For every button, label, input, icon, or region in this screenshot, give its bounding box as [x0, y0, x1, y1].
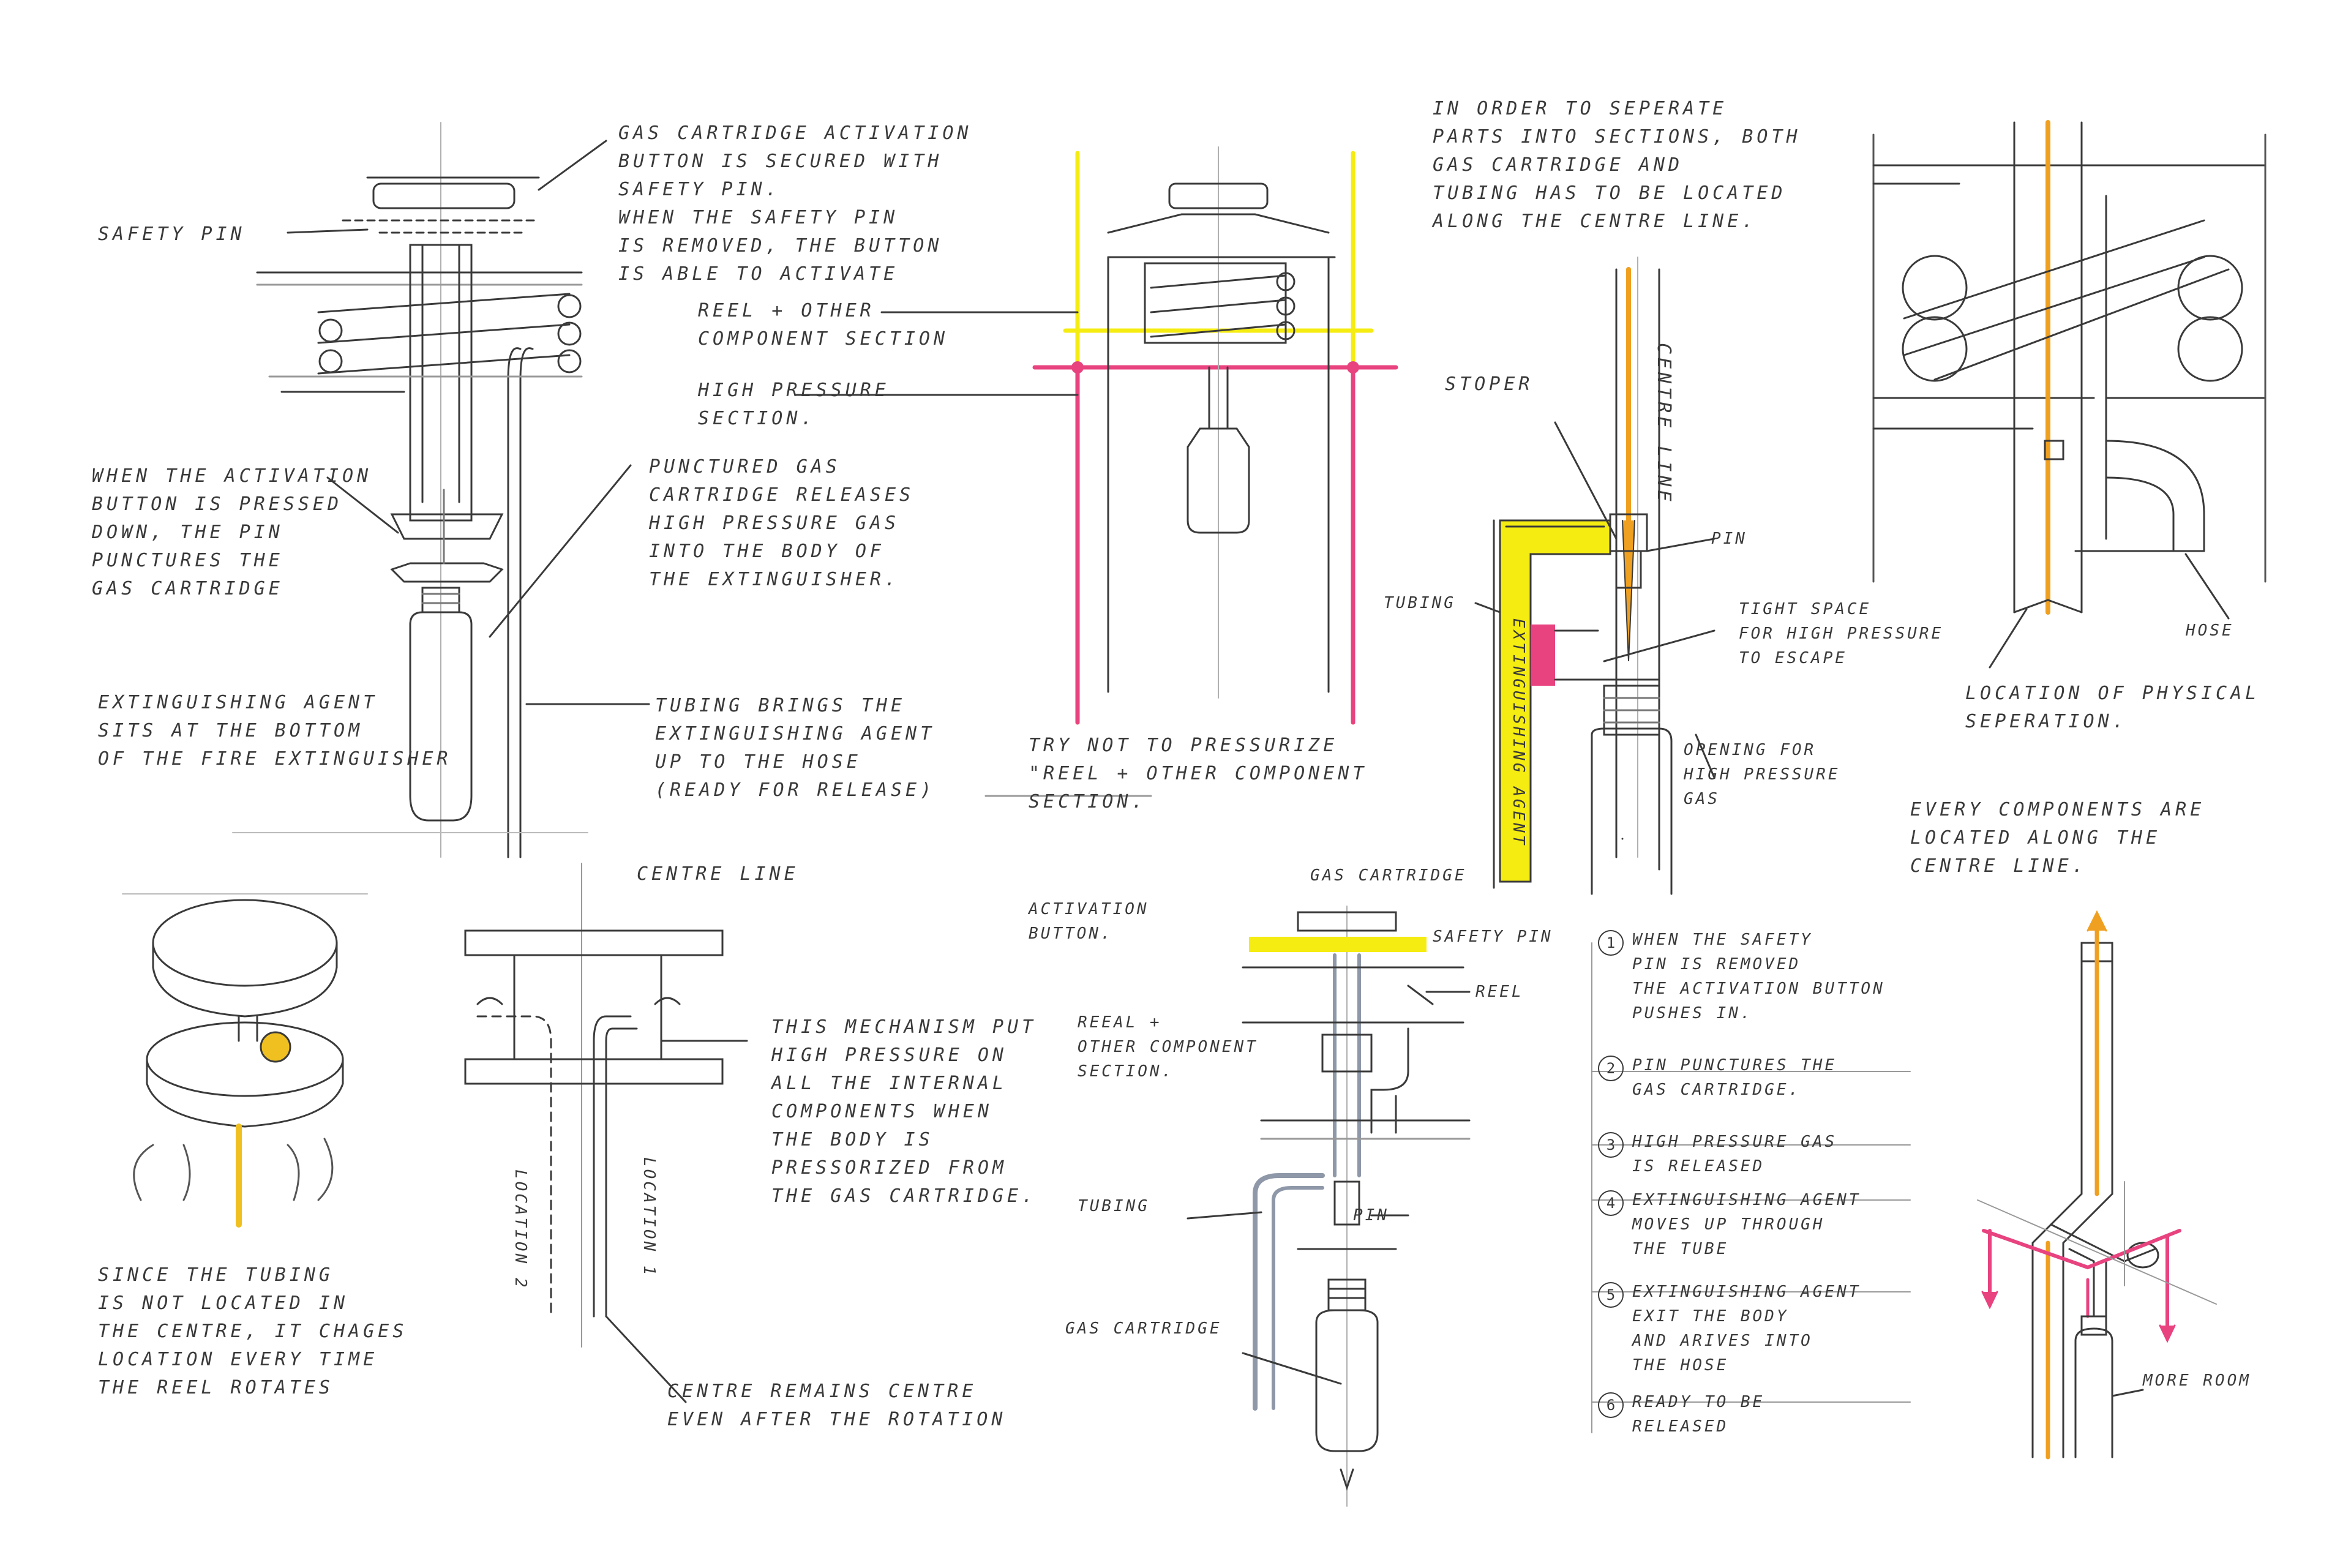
- note-extinguishing-agent-sits: EXTINGUISHING AGENT SITS AT THE BOTTOM O…: [98, 692, 452, 770]
- step-text: HIGH PRESSURE GAS IS RELEASED: [1632, 1133, 1837, 1176]
- note-centre-line: CENTRE LINE: [637, 863, 799, 885]
- note-reel: REEL: [1475, 983, 1524, 1001]
- sketch-bottom-cross-section: [1187, 906, 1471, 1507]
- step-number-badge: 4: [1598, 1190, 1624, 1216]
- step-number-badge: 1: [1598, 930, 1624, 956]
- note-reel-section: REEL + OTHER COMPONENT SECTION: [698, 300, 949, 350]
- step-text: READY TO BE RELEASED: [1632, 1393, 1765, 1436]
- note-more-room: MORE ROOM: [2143, 1371, 2251, 1390]
- sketch-reel-rotation: [464, 863, 748, 1403]
- step-text: EXTINGUISHING AGENT EXIT THE BODY AND AR…: [1632, 1283, 1861, 1375]
- step-item: 6 READY TO BE RELEASED: [1598, 1390, 1764, 1439]
- note-tubing-brings: TUBING BRINGS THE EXTINGUISHING AGENT UP…: [655, 695, 936, 801]
- note-centre-line-vertical: CENTRE LINE: [1653, 343, 1674, 505]
- sketch-stoper-section: [1474, 257, 1715, 895]
- step-item: 3 HIGH PRESSURE GAS IS RELEASED: [1598, 1130, 1837, 1179]
- step-item: 5 EXTINGUISHING AGENT EXIT THE BODY AND A…: [1598, 1280, 1861, 1378]
- note-reel-other-components: REEAL + OTHER COMPONENT SECTION.: [1078, 1013, 1258, 1081]
- step-number-badge: 3: [1598, 1132, 1624, 1158]
- note-pin-2: PIN: [1353, 1206, 1389, 1225]
- note-punctured-cartridge: PUNCTURED GAS CARTRIDGE RELEASES HIGH PR…: [649, 456, 915, 590]
- note-gas-cartridge-2: GAS CARTRIDGE: [1065, 1319, 1222, 1338]
- step-text: WHEN THE SAFETY PIN IS REMOVED THE ACTIV…: [1632, 931, 1885, 1022]
- note-tight-space: TIGHT SPACE FOR HIGH PRESSURE TO ESCAPE: [1739, 600, 1944, 667]
- note-high-pressure-section: HIGH PRESSURE SECTION.: [698, 380, 890, 429]
- sketch-cross-section-1: [232, 122, 650, 858]
- note-gas-cartridge: GAS CARTRIDGE: [1310, 866, 1467, 885]
- note-location-physical: LOCATION OF PHYSICAL SEPERATION.: [1965, 683, 2260, 732]
- note-when-activation: WHEN THE ACTIVATION BUTTON IS PRESSED DO…: [92, 465, 372, 599]
- note-stoper: STOPER: [1445, 373, 1534, 395]
- note-tubing: TUBING: [1384, 594, 1456, 612]
- note-location-1: LOCATION 1: [640, 1157, 658, 1278]
- note-since-tubing: SINCE THE TUBING IS NOT LOCATED IN THE C…: [98, 1264, 408, 1398]
- note-opening-for: OPENING FOR HIGH PRESSURE GAS: [1684, 741, 1840, 808]
- note-location-2: LOCATION 2: [511, 1169, 530, 1290]
- note-try-not-pressurize: TRY NOT TO PRESSURIZE "REEL + OTHER COMP…: [1029, 735, 1368, 812]
- sketch-reel-section: [1872, 120, 2267, 669]
- note-safety-pin: SAFETY PIN: [98, 223, 246, 245]
- note-hose: HOSE: [2186, 621, 2234, 640]
- note-centre-remains: CENTRE REMAINS CENTRE EVEN AFTER THE ROT…: [667, 1381, 1007, 1430]
- note-pin: PIN: [1711, 530, 1747, 548]
- note-gas-cartridge-button: GAS CARTRIDGE ACTIVATION BUTTON IS SECUR…: [618, 122, 972, 285]
- sketch-section-diagram: [795, 146, 1398, 797]
- step-item: 4 EXTINGUISHING AGENT MOVES UP THROUGH TH…: [1598, 1188, 1861, 1261]
- note-in-order-to-seperate: IN ORDER TO SEPERATE PARTS INTO SECTIONS…: [1433, 98, 1801, 232]
- step-number-badge: 2: [1598, 1056, 1624, 1081]
- note-tubing-2: TUBING: [1078, 1197, 1150, 1215]
- step-text: EXTINGUISHING AGENT MOVES UP THROUGH THE…: [1632, 1191, 1861, 1258]
- note-extinguishing-agent-vertical: EXTINGUISHING AGENT: [1509, 618, 1528, 847]
- step-number-badge: 6: [1598, 1392, 1624, 1418]
- sketch-3d-button: [122, 893, 368, 1228]
- step-number-badge: 5: [1598, 1282, 1624, 1308]
- note-safety-pin-2: SAFETY PIN: [1433, 928, 1553, 946]
- note-activation-button: ACTIVATION BUTTON.: [1029, 900, 1149, 943]
- sketch-3d-flow: [1977, 910, 2217, 1460]
- step-text: PIN PUNCTURES THE GAS CARTRIDGE.: [1632, 1056, 1837, 1099]
- step-item: 1 WHEN THE SAFETY PIN IS REMOVED THE ACTI…: [1598, 928, 1885, 1026]
- step-item: 2 PIN PUNCTURES THE GAS CARTRIDGE.: [1598, 1053, 1837, 1102]
- note-this-mechanism: THIS MECHANISM PUT HIGH PRESSURE ON ALL …: [771, 1016, 1037, 1207]
- note-every-components: EVERY COMPONENTS ARE LOCATED ALONG THE C…: [1910, 799, 2205, 877]
- steps-list-guidelines: [1591, 942, 1911, 1433]
